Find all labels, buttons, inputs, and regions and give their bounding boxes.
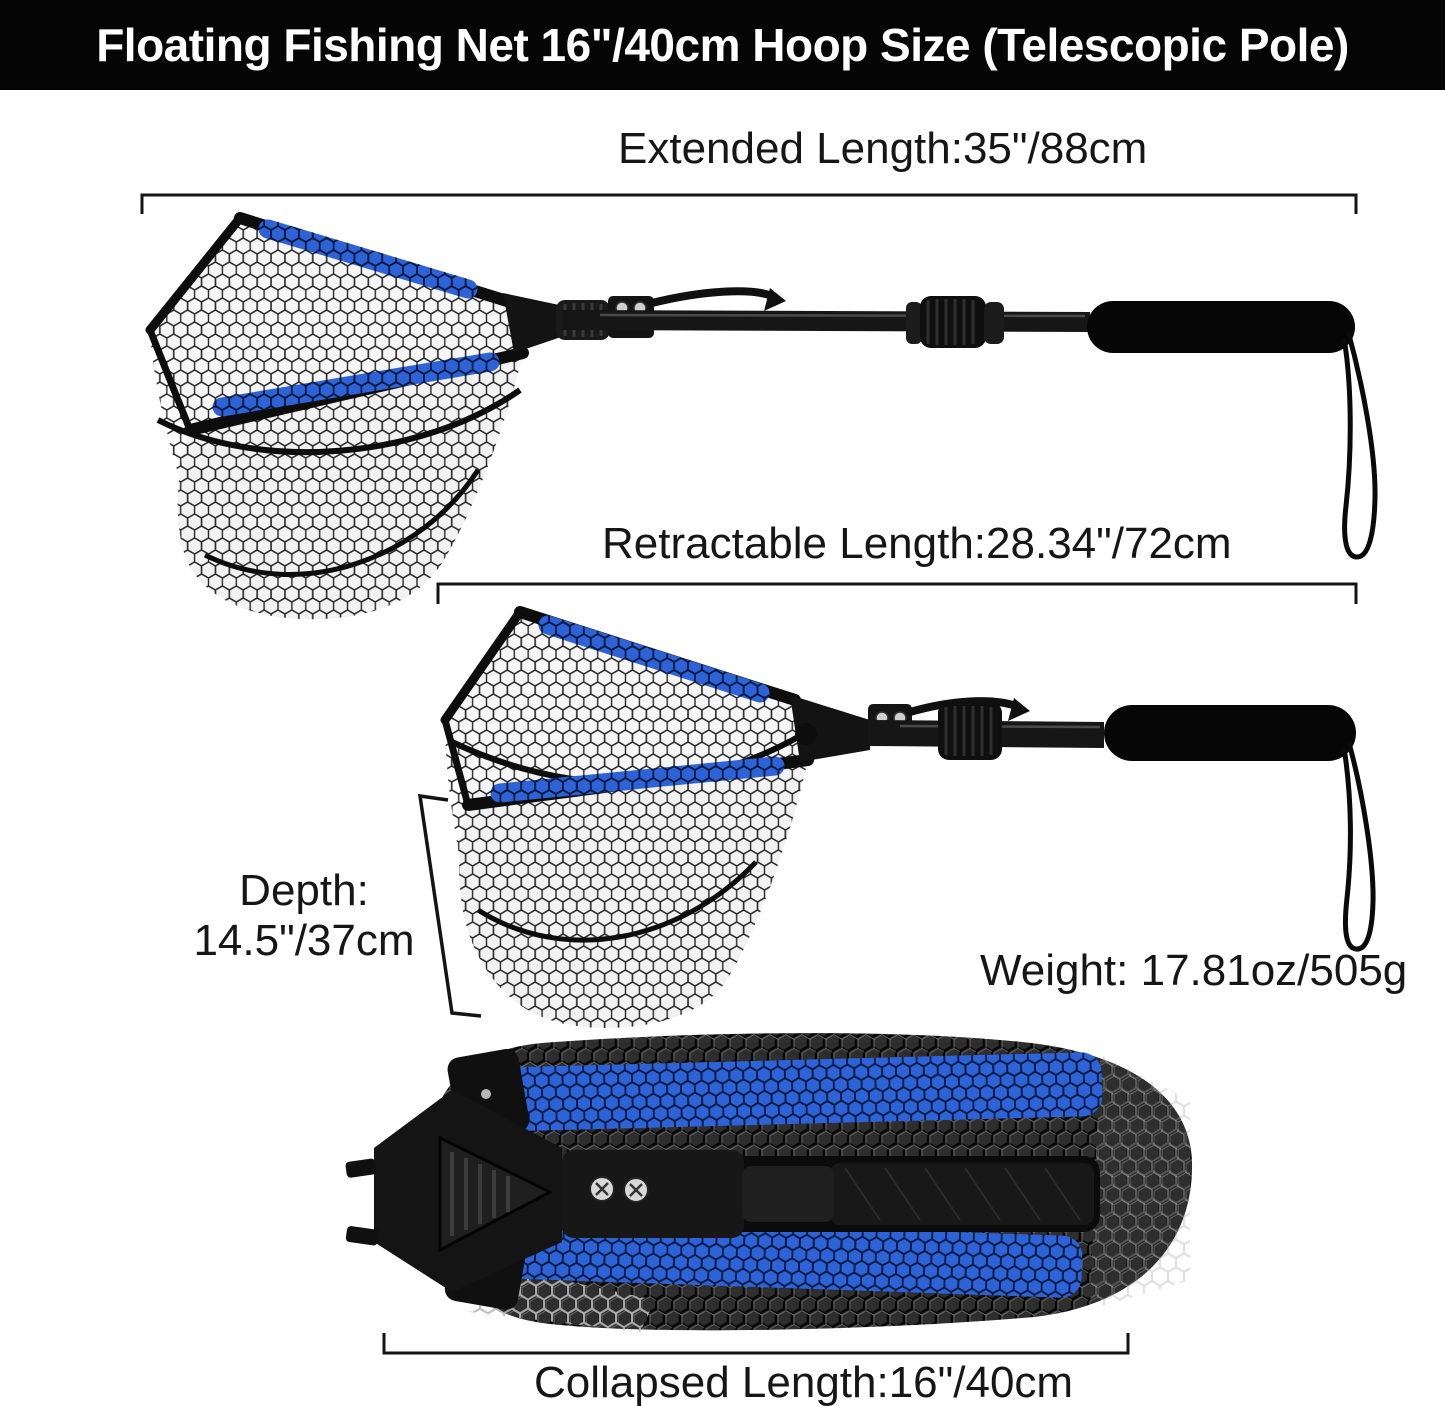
- depth-label: Depth: 14.5"/37cm: [178, 866, 430, 966]
- extended-length-bracket: [140, 193, 1358, 214]
- depth-value-line2: 14.5"/37cm: [193, 916, 415, 965]
- retractable-length-bracket: [436, 582, 1358, 604]
- collapsed-length-bracket: [382, 1333, 1130, 1355]
- extended-net-graphic: [145, 212, 1378, 620]
- header-bar: Floating Fishing Net 16"/40cm Hoop Size …: [0, 0, 1445, 90]
- depth-label-line1: Depth:: [239, 866, 369, 915]
- weight-label: Weight: 17.81oz/505g: [980, 946, 1408, 995]
- depth-bracket: [417, 793, 482, 1018]
- retractable-length-label: Retractable Length:28.34"/72cm: [602, 519, 1232, 568]
- collapsed-net-graphic: [345, 1033, 1193, 1332]
- collapsed-length-label: Collapsed Length:16"/40cm: [534, 1358, 1074, 1406]
- page-title: Floating Fishing Net 16"/40cm Hoop Size …: [96, 19, 1349, 71]
- extended-length-label: Extended Length:35"/88cm: [618, 124, 1148, 173]
- retracted-net-graphic: [440, 606, 1376, 1029]
